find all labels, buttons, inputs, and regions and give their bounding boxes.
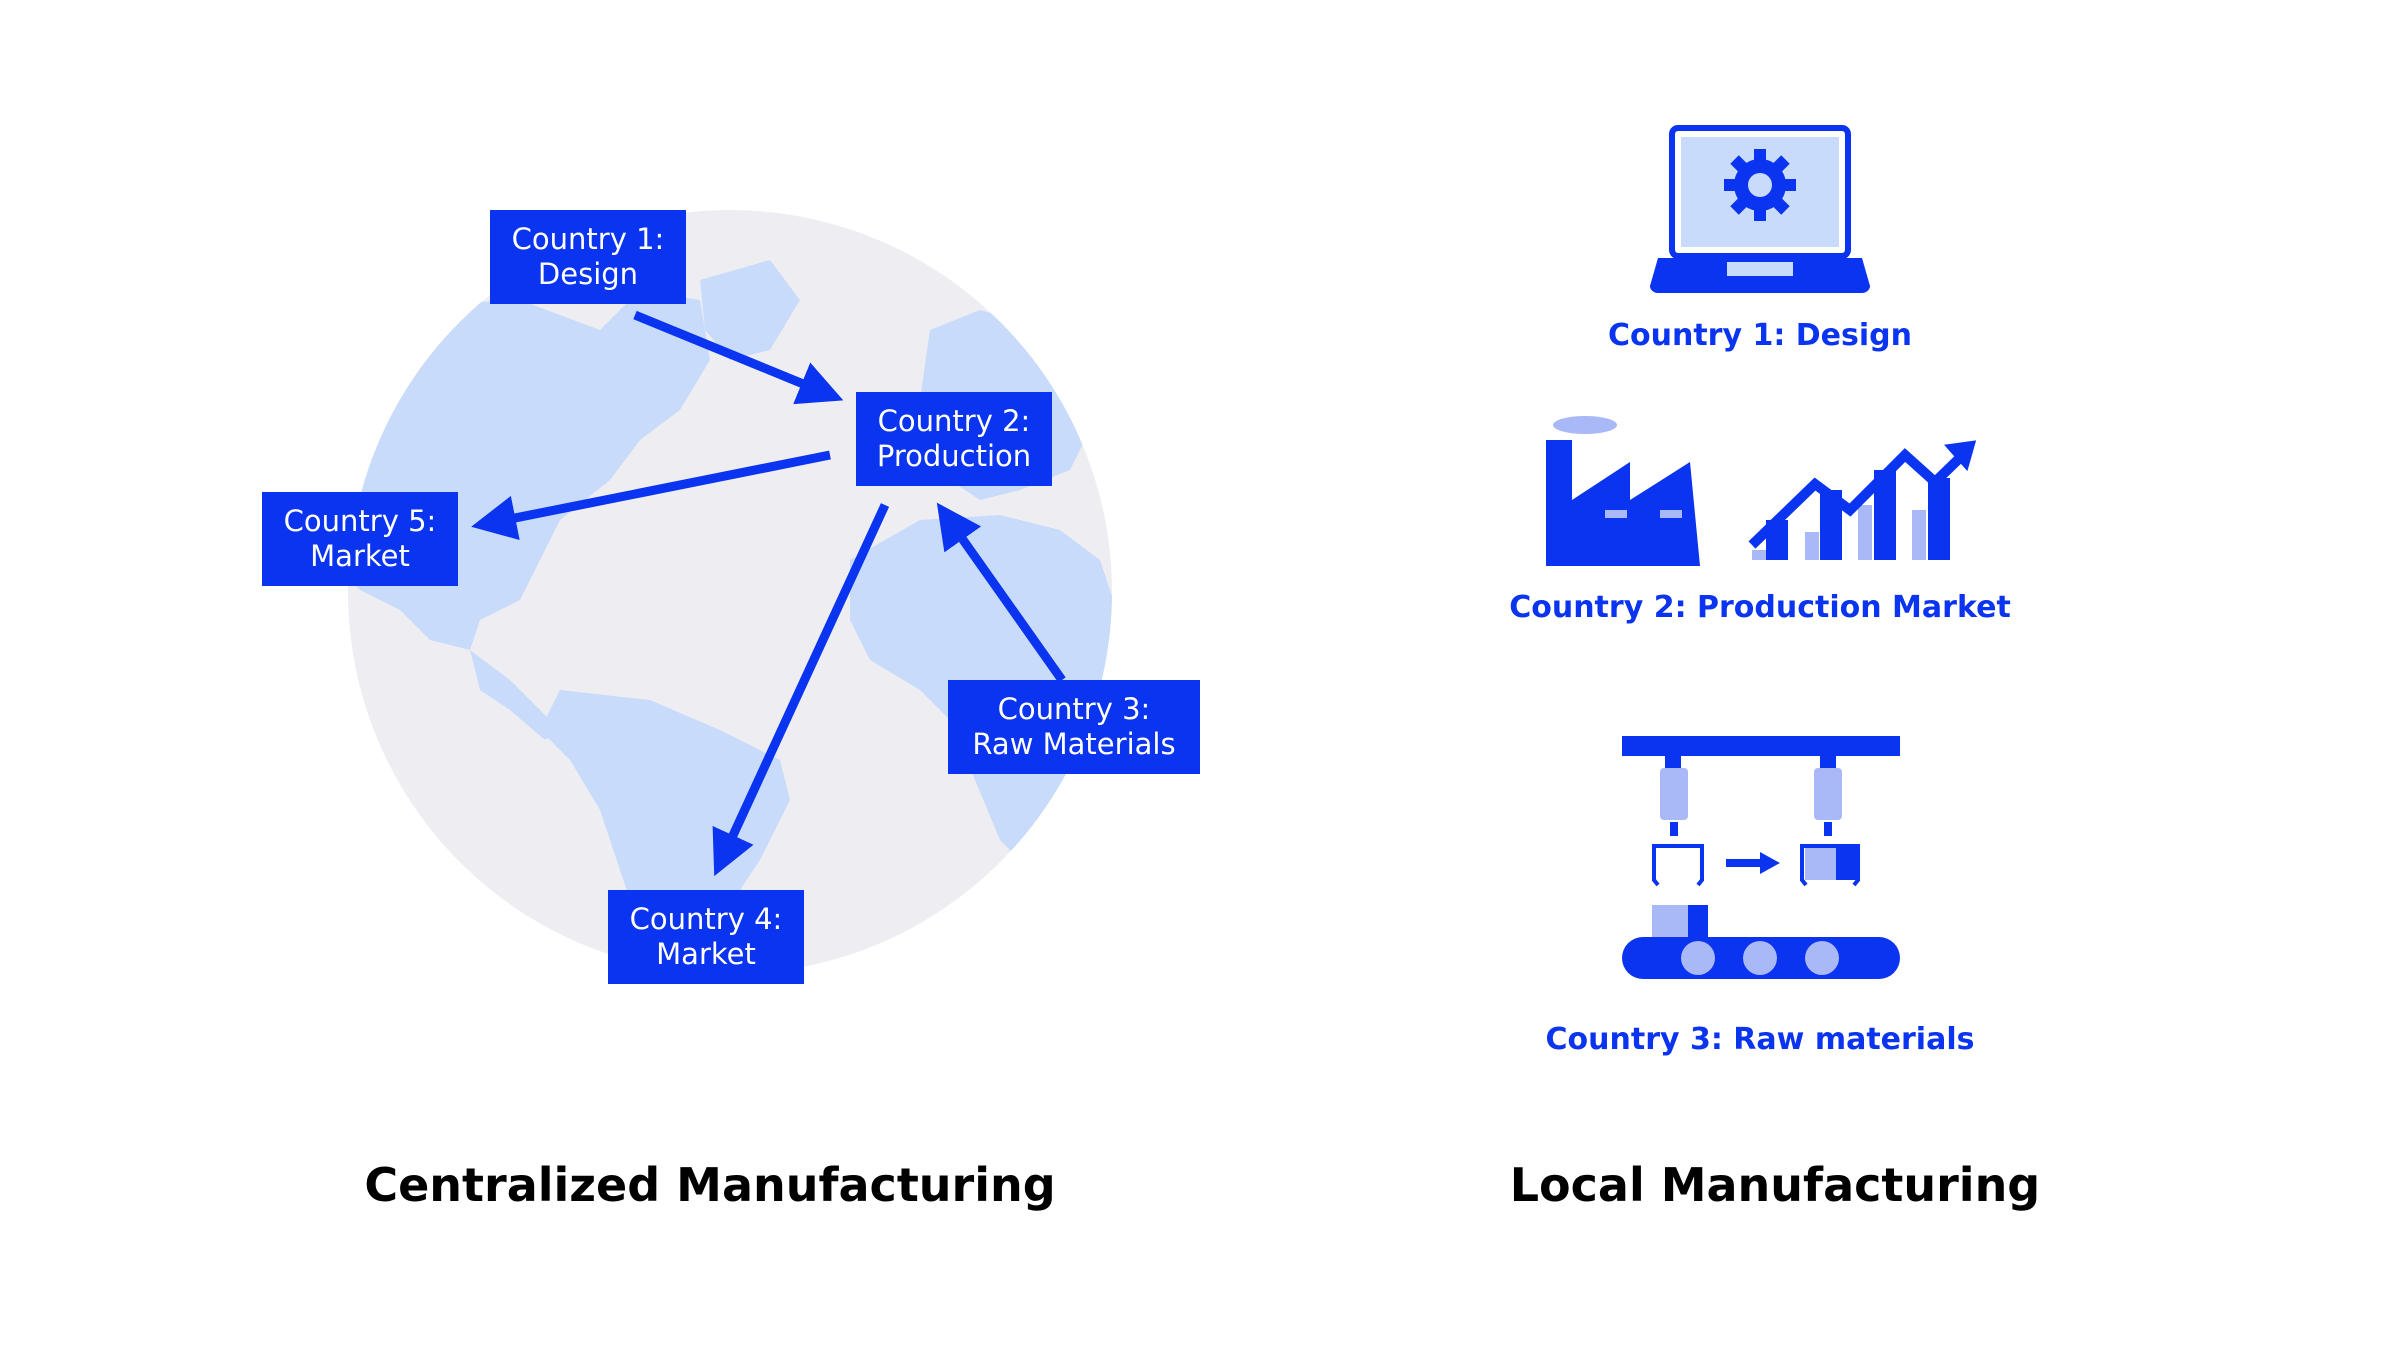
flow-arrows <box>471 310 1066 877</box>
label-line: Design <box>537 257 639 291</box>
label-line: Production <box>876 439 1032 473</box>
label-line: Market <box>310 539 410 573</box>
factory-icon <box>1546 416 1700 566</box>
caption-country-2-production-market: Country 2: Production Market <box>1509 590 2011 625</box>
label-line: Country 5: <box>283 504 437 538</box>
robotic-assembly-line-icon <box>1622 736 1900 979</box>
caption-country-1-design: Country 1: Design <box>1607 318 1912 353</box>
label-country-2-production: Country 2: Production <box>856 392 1052 486</box>
label-country-4-market: Country 4: Market <box>608 890 804 984</box>
label-country-1-design: Country 1: Design <box>490 210 686 304</box>
label-country-3-raw-materials: Country 3: Raw Materials <box>948 680 1200 774</box>
arrow-production-to-market5 <box>471 450 831 541</box>
central-america-landmass <box>470 650 560 740</box>
label-line: Country 3: <box>997 692 1151 726</box>
label-country-5-market: Country 5: Market <box>262 492 458 586</box>
arrow-design-to-production <box>633 310 844 405</box>
caption-country-3-raw-materials: Country 3: Raw materials <box>1545 1022 1975 1057</box>
label-line: Market <box>656 937 756 971</box>
arrow-raw-to-production <box>936 502 1066 683</box>
laptop-gear-icon <box>1650 125 1870 293</box>
label-line: Raw Materials <box>972 727 1176 761</box>
arrow-production-to-market4 <box>712 503 890 877</box>
greenland-landmass <box>700 260 800 360</box>
label-line: Country 1: <box>511 222 665 256</box>
title-centralized-manufacturing: Centralized Manufacturing <box>364 1158 1056 1212</box>
title-local-manufacturing: Local Manufacturing <box>1509 1158 2041 1212</box>
label-line: Country 4: <box>629 902 783 936</box>
label-line: Country 2: <box>877 404 1031 438</box>
growth-chart-icon <box>1748 440 1977 560</box>
